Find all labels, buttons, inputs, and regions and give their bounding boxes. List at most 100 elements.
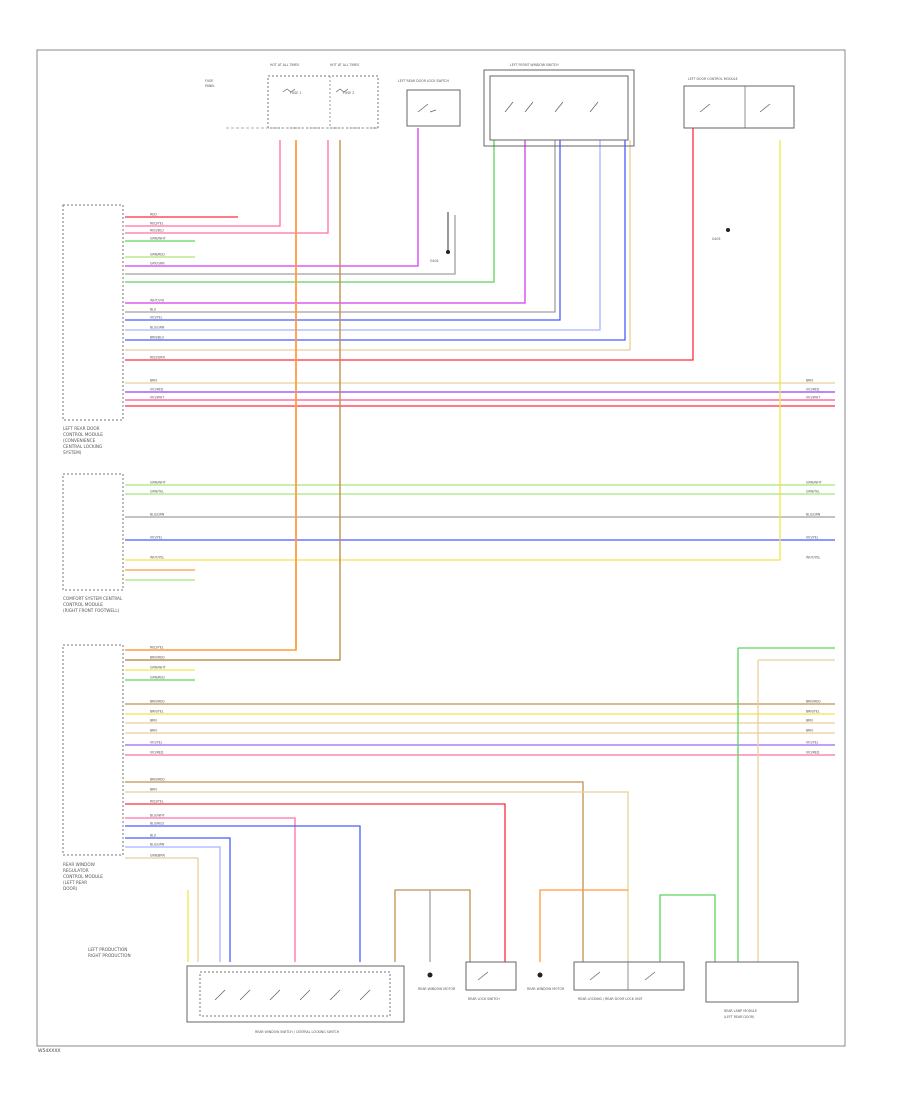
wire-label-d-4: WHT/YEL — [150, 556, 165, 560]
wire-label-f-0: BRN/RED — [150, 700, 165, 704]
wire-label-b-2: VIO/YEL — [150, 316, 163, 320]
wire-3 — [125, 140, 329, 234]
wire-41 — [125, 781, 584, 962]
wire-label-a-2: RED/BLU — [150, 229, 165, 233]
module-1-line-5: SYSTEM) — [63, 450, 82, 455]
wire-47 — [125, 846, 221, 962]
wire-label-e-2: GRN/WHT — [150, 666, 166, 670]
door-module-label: LEFT DOOR CONTROL MODULE — [688, 77, 738, 81]
wire-49 — [394, 889, 471, 962]
bottom-motor-2-label: REAR WINDOW MOTOR — [527, 987, 565, 991]
rear-window-motor-1: REAR WINDOW MOTOR — [418, 972, 456, 991]
lock-switch-label: LEFT REAR DOOR LOCK SWITCH — [398, 79, 449, 83]
wire-label-c-r-1: VIO/RED — [806, 388, 820, 392]
wire-51 — [539, 889, 628, 962]
wire-label-g-7: GRN/BRN — [150, 854, 166, 858]
wire-label-f-3: BRN — [150, 729, 157, 733]
wire-45 — [125, 825, 361, 962]
production-line-1: LEFT PRODUCTION — [88, 947, 127, 952]
wire-label-a-3: GRN/WHT — [150, 237, 166, 241]
left-door-lock-switch: LEFT REAR DOOR LOCK SWITCH — [398, 79, 461, 127]
ground-g405: G405 — [712, 228, 730, 241]
wire-label-a-4: GRN/RED — [150, 253, 165, 257]
wire-label-d-r-1: GRN/YEL — [806, 490, 820, 494]
wire-6 — [125, 128, 419, 267]
module-3-line-3: CONTROL MODULE — [63, 874, 103, 879]
wire-label-a-5: GRY/GRN — [150, 262, 165, 266]
wire-label-g-3: BLU/WHT — [150, 814, 165, 818]
wire-label-b-5: RED/GRN — [150, 356, 165, 360]
wire-2 — [125, 140, 281, 227]
fuse-panel-label: FUSE — [205, 79, 213, 83]
lamp-module-line-1: REAR LAMP MODULE — [724, 1009, 757, 1013]
rear-window-motor-2: REAR WINDOW MOTOR — [527, 972, 565, 991]
wire-11 — [125, 140, 561, 321]
wire-label-f-2: BRN — [150, 719, 157, 723]
wire-48 — [125, 857, 199, 962]
page-code: W54XXXX — [38, 1048, 61, 1054]
fuse-1-label: FUSE 1 — [290, 91, 301, 95]
module-comfort-system: COMFORT SYSTEM CENTRAL CONTROL MODULE (R… — [62, 473, 124, 613]
rear-lamp-module: REAR LAMP MODULE (LEFT REAR DOOR) — [705, 961, 799, 1019]
wire-label-b-3: BLU/GRN — [150, 326, 165, 330]
fuse-panel-sub: PANEL — [205, 84, 215, 88]
wire-label-c-0: BRN — [150, 379, 157, 383]
wire-label-f-r-0: BRN/RED — [806, 700, 821, 704]
diagram-frame — [36, 49, 846, 1047]
wire-label-g-2: RED/YEL — [150, 800, 164, 804]
wire-12 — [125, 140, 601, 331]
fuse-2-hot-label: HOT AT ALL TIMES — [330, 63, 359, 67]
production-note: LEFT PRODUCTION RIGHT PRODUCTION — [88, 947, 131, 958]
module-3-line-2: REGULATOR — [63, 868, 89, 873]
wire-52 — [659, 894, 716, 962]
wire-8 — [125, 140, 495, 283]
wire-44 — [125, 817, 296, 962]
rear-lock-switch: REAR LOCK SWITCH — [465, 961, 517, 1001]
wire-label-d-r-3: VIO/YEL — [806, 536, 819, 540]
bottom-switch-label: REAR WINDOW SWITCH / CENTRAL LOCKING SWI… — [255, 1030, 340, 1034]
wire-label-c-r-0: BRN — [806, 379, 813, 383]
wire-label-f-5: VIO/RED — [150, 751, 164, 755]
wire-label-g-0: BRN/RED — [150, 778, 165, 782]
wire-label-d-2: BLU/GRN — [150, 513, 165, 517]
wire-label-b-4: BRN/BLU — [150, 336, 165, 340]
wire-43 — [125, 803, 506, 962]
wire-label-f-4: VIO/YEL — [150, 741, 163, 745]
wire-label-d-r-2: BLU/GRN — [806, 513, 821, 517]
module-left-rear-door: LEFT REAR DOOR CONTROL MODULE (CONVENIEN… — [62, 204, 124, 455]
fuse-2-label: FUSE 2 — [343, 91, 354, 95]
wire-label-d-r-4: WHT/YEL — [806, 556, 821, 560]
wire-28 — [125, 140, 341, 661]
wire-label-c-r-2: VIO/WHT — [806, 396, 820, 400]
module-1-line-1: LEFT REAR DOOR — [63, 426, 100, 431]
module-1-line-2: CONTROL MODULE — [63, 432, 103, 437]
wire-label-g-4: BLU/RED — [150, 822, 164, 826]
left-door-control-module: LEFT DOOR CONTROL MODULE — [683, 77, 795, 129]
wire-14 — [125, 140, 631, 351]
rear-lock-unit: REAR LOCKING / REAR DOOR LOCK UNIT — [573, 961, 685, 1001]
lamp-module-line-2: (LEFT REAR DOOR) — [724, 1015, 754, 1019]
wire-label-b-1: BLU — [150, 308, 157, 312]
wire-label-e-3: GRN/RED — [150, 676, 165, 680]
module-2-line-3: (RIGHT FRONT FOOTWELL) — [63, 608, 120, 613]
wire-label-d-3: VIO/YEL — [150, 536, 163, 540]
ground-g404: G404 — [430, 212, 450, 263]
wire-label-g-5: BLU — [150, 834, 157, 838]
bottom-motor-1-label: REAR WINDOW MOTOR — [418, 987, 456, 991]
wire-9 — [125, 140, 526, 304]
wire-label-d-1: GRN/YEL — [150, 490, 164, 494]
wire-label-g-1: BRN — [150, 788, 157, 792]
wire-label-g-6: BLU/GRN — [150, 843, 165, 847]
wire-label-f-r-4: VIO/YEL — [806, 741, 819, 745]
production-line-2: RIGHT PRODUCTION — [88, 953, 131, 958]
wire-label-f-r-2: BRN — [806, 719, 813, 723]
bottom-switch-2-label: REAR LOCK SWITCH — [468, 997, 500, 1001]
module-3-line-5: DOOR) — [63, 886, 78, 891]
wire-42 — [125, 791, 629, 962]
module-3-line-1: REAR WINDOW — [63, 862, 95, 867]
wire-10 — [125, 140, 556, 313]
window-switch-label: LEFT FRONT WINDOW SWITCH — [510, 63, 559, 67]
wire-label-c-1: VIO/RED — [150, 388, 164, 392]
wire-46 — [125, 837, 231, 962]
rear-window-switch-bottom: REAR WINDOW SWITCH / CENTRAL LOCKING SWI… — [186, 965, 405, 1034]
